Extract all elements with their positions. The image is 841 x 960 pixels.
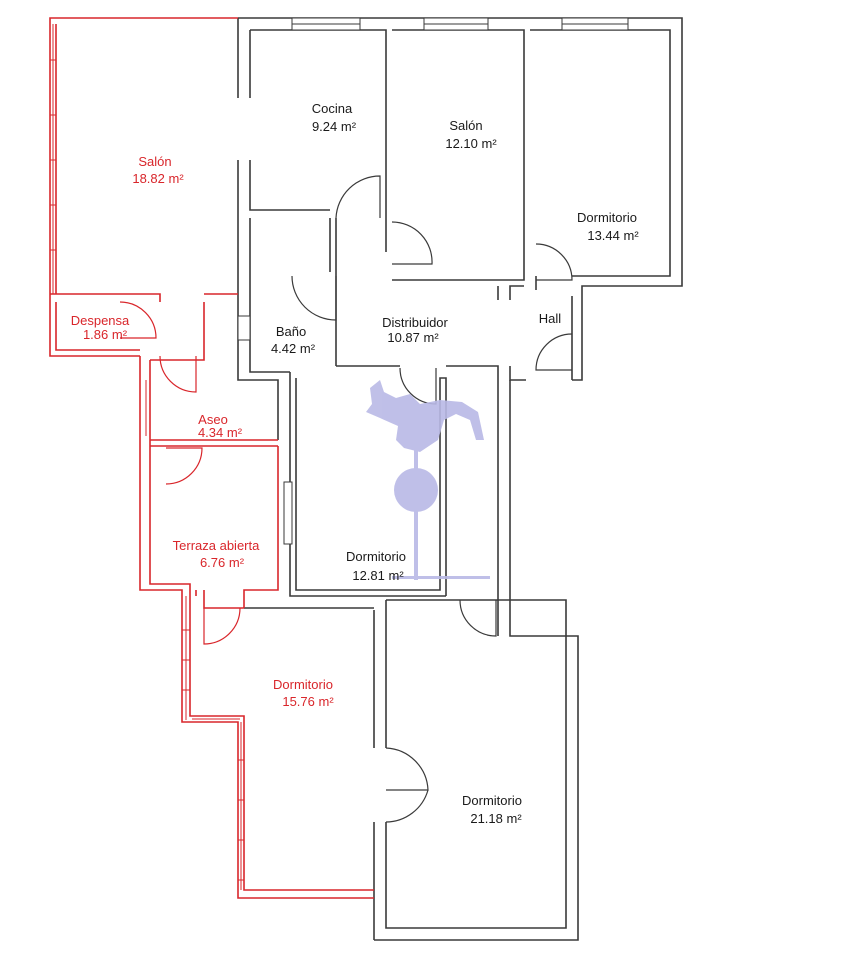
- room-labels: Salón 18.82 m² Despensa 1.86 m² Aseo 4.3…: [71, 101, 640, 826]
- room-name-dormitorio-sw: Dormitorio: [273, 677, 333, 692]
- room-area-dormitorio-center: 12.81 m²: [352, 568, 404, 583]
- room-name-dormitorio-se: Dormitorio: [462, 793, 522, 808]
- room-area-dormitorio-sw: 15.76 m²: [282, 694, 334, 709]
- room-name-aseo: Aseo: [198, 412, 228, 427]
- rooster-weathervane-icon: [366, 380, 490, 580]
- room-name-bano: Baño: [276, 324, 306, 339]
- room-area-despensa: 1.86 m²: [83, 327, 128, 342]
- existing-walls: [237, 17, 683, 941]
- highlighted-doors: [119, 301, 241, 645]
- room-name-salon-left: Salón: [138, 154, 171, 169]
- room-area-salon-left: 18.82 m²: [132, 171, 184, 186]
- room-area-terraza: 6.76 m²: [200, 555, 245, 570]
- room-name-dormitorio-center: Dormitorio: [346, 549, 406, 564]
- room-name-despensa: Despensa: [71, 313, 130, 328]
- highlighted-glazing: [50, 24, 244, 890]
- room-name-cocina: Cocina: [312, 101, 353, 116]
- room-area-distribuidor: 10.87 m²: [387, 330, 439, 345]
- existing-doors: [291, 175, 573, 823]
- room-name-distribuidor: Distribuidor: [382, 315, 448, 330]
- room-area-bano: 4.42 m²: [271, 341, 316, 356]
- room-name-salon-center: Salón: [449, 118, 482, 133]
- room-name-hall: Hall: [539, 311, 562, 326]
- room-area-cocina: 9.24 m²: [312, 119, 357, 134]
- room-name-terraza: Terraza abierta: [173, 538, 260, 553]
- room-area-aseo: 4.34 m²: [198, 425, 243, 440]
- room-name-dormitorio-ne: Dormitorio: [577, 210, 637, 225]
- room-area-dormitorio-se: 21.18 m²: [470, 811, 522, 826]
- highlighted-walls: [49, 17, 374, 899]
- room-area-dormitorio-ne: 13.44 m²: [587, 228, 639, 243]
- room-area-salon-center: 12.10 m²: [445, 136, 497, 151]
